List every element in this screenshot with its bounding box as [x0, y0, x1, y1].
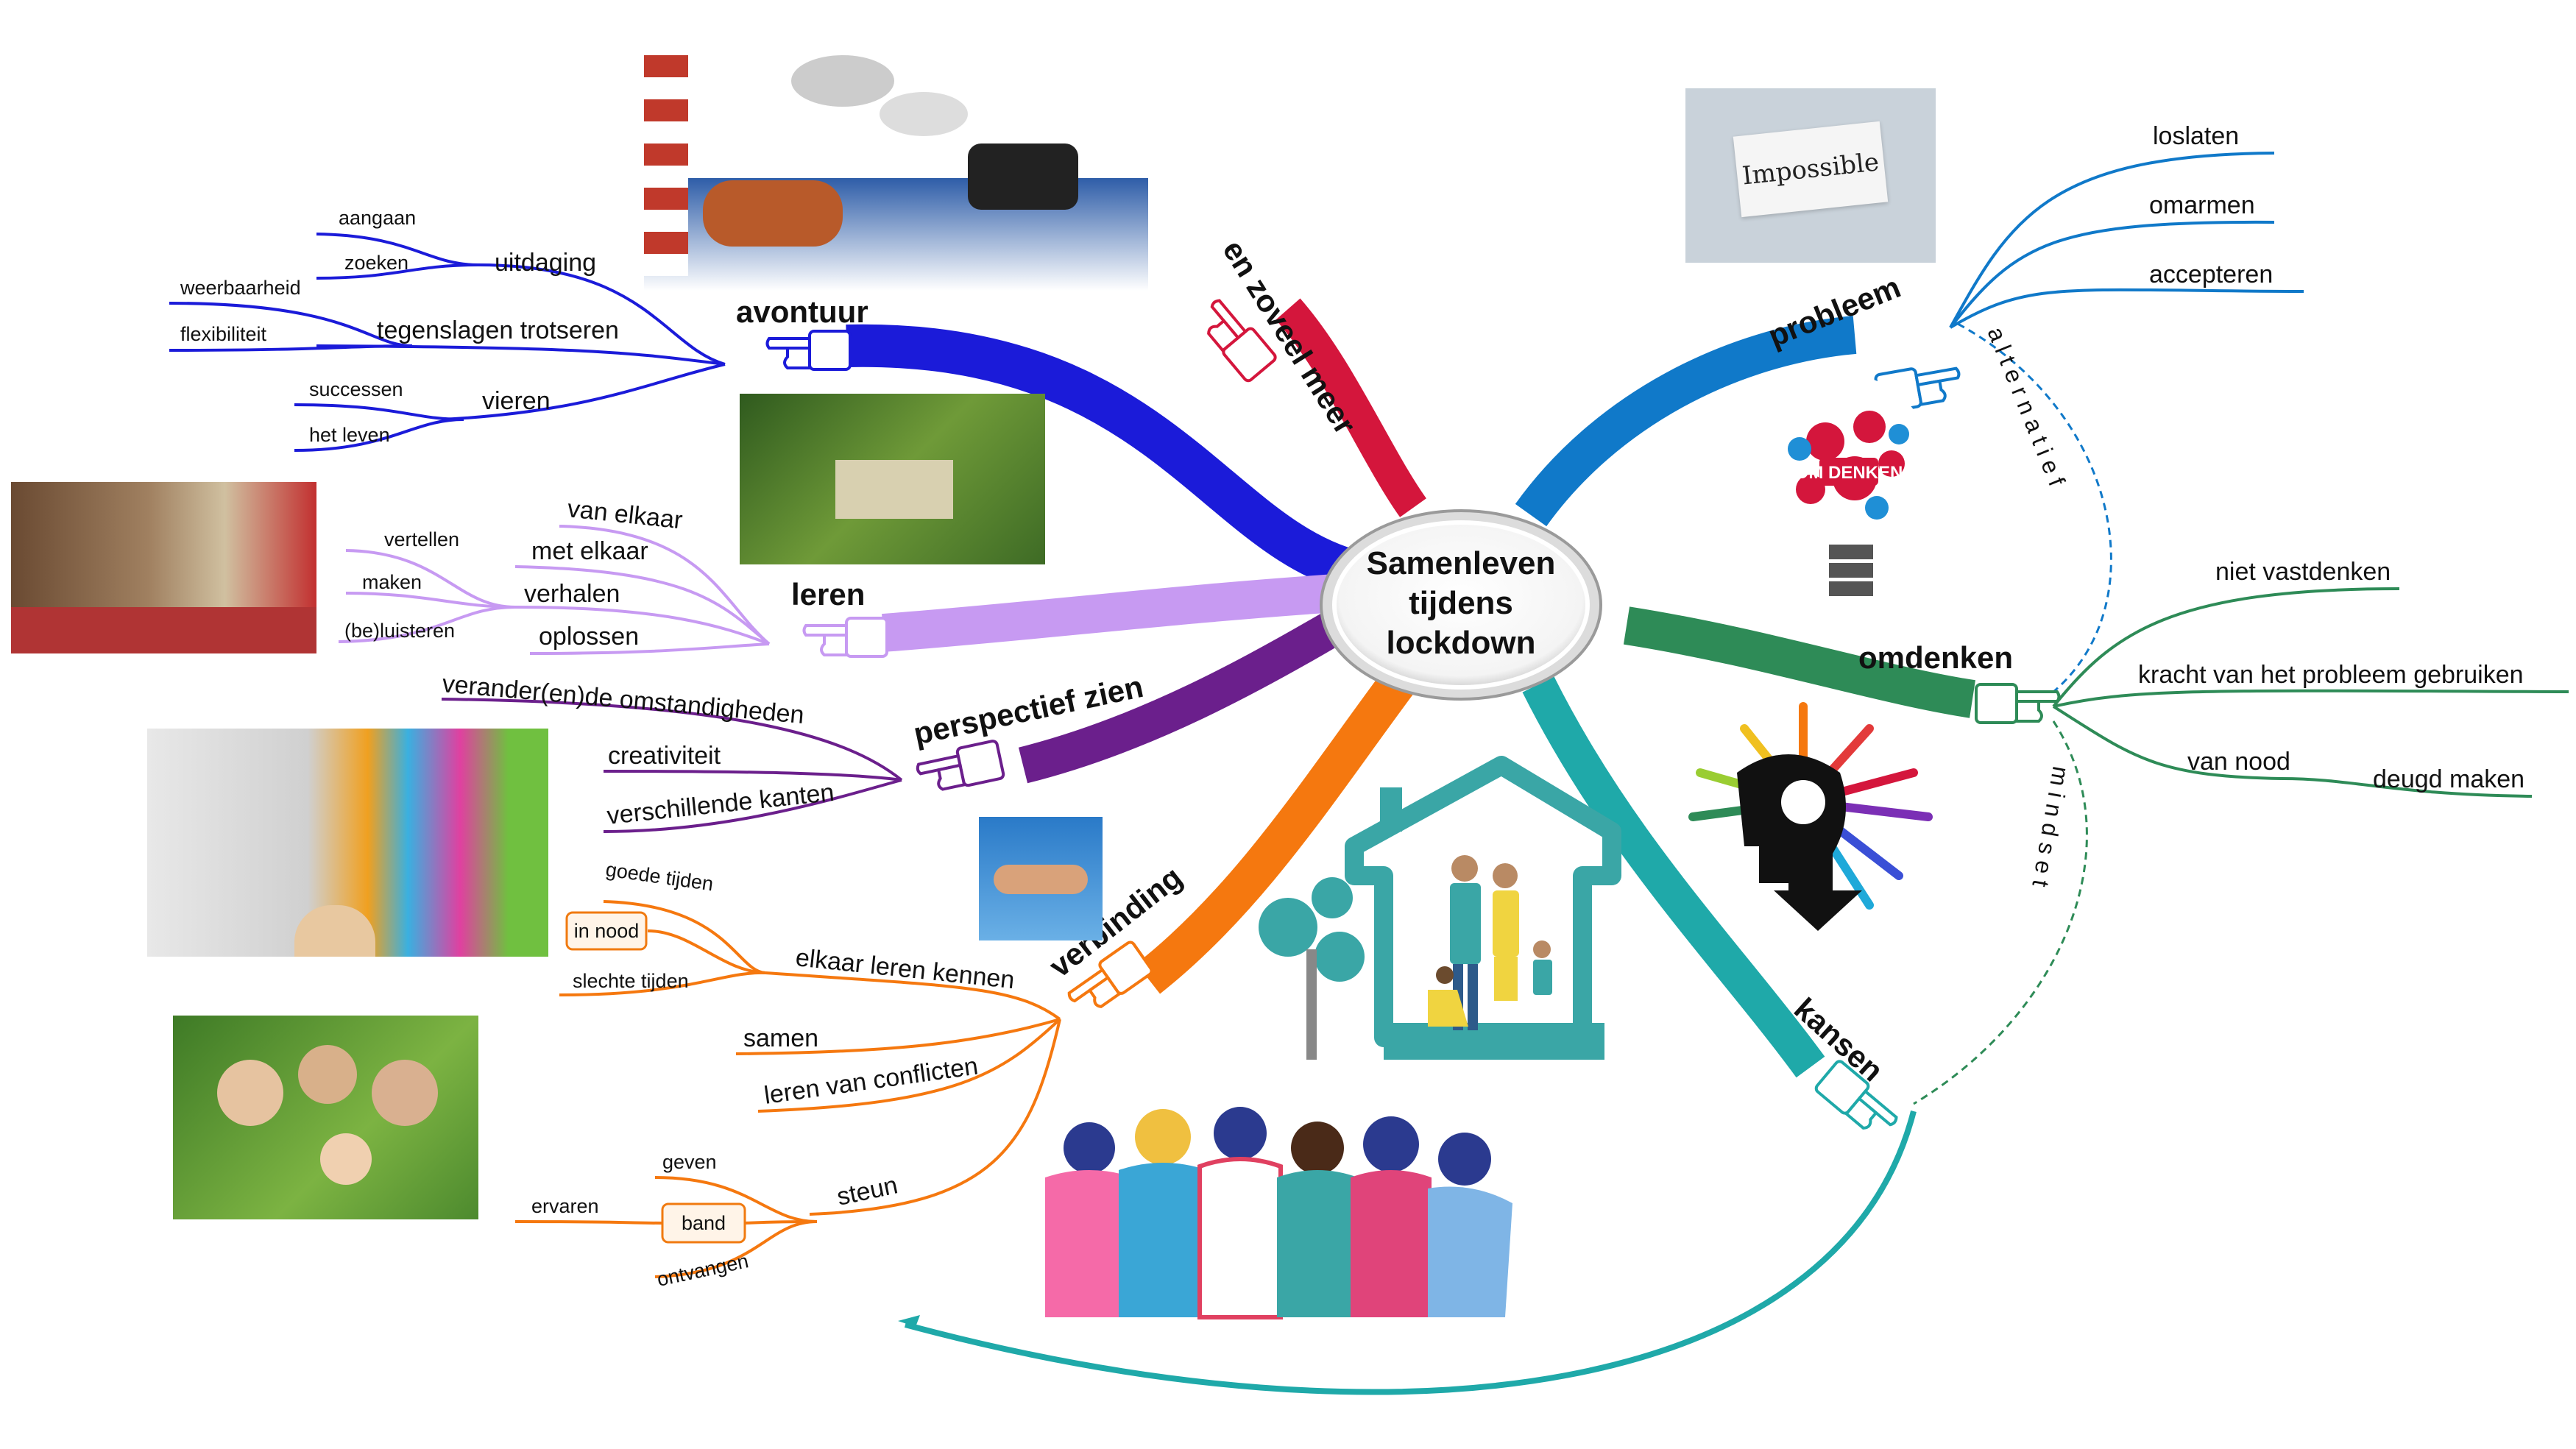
hand-omdenken-icon [1975, 683, 2061, 724]
branch-verbinding-line [1136, 665, 1418, 994]
group-hug-illustration [1045, 1107, 1512, 1319]
central-topic-line2: tijdens [1409, 585, 1513, 621]
omdenken-subtree [2052, 587, 2569, 798]
branch-omdenken-line [1623, 606, 1975, 718]
leaf-oplossen[interactable]: oplossen [539, 623, 639, 651]
leaf-ontvangen[interactable]: ontvangen [655, 1250, 751, 1291]
adventure-collage-image [644, 40, 1148, 291]
tag-in-nood-label: in nood [574, 920, 640, 942]
leaf-samen[interactable]: samen [743, 1024, 818, 1052]
leaf-ervaren[interactable]: ervaren [531, 1195, 599, 1217]
leaf-deugd-maken[interactable]: deugd maken [2373, 765, 2524, 793]
branch-kansen-line [1522, 676, 1825, 1078]
branch-perspectief-line [1018, 595, 1371, 784]
trees-illustration [1259, 877, 1365, 1060]
linked-hands-image [979, 817, 1103, 940]
central-topic-line1: Samenleven [1367, 545, 1556, 581]
connector-mindset: m i n d s e t [2027, 765, 2074, 889]
leaf-van-nood[interactable]: van nood [2187, 748, 2290, 776]
leaf-weerbaarheid[interactable]: weerbaarheid [180, 277, 301, 299]
father-son-homework-image [11, 482, 316, 653]
hand-kansen-icon [1814, 1060, 1898, 1130]
leaf-aangaan[interactable]: aangaan [339, 207, 416, 229]
leaf-zoeken[interactable]: zoeken [344, 252, 408, 274]
leaf-kracht[interactable]: kracht van het probleem gebruiken [2138, 661, 2524, 689]
hand-verbinding-icon [1067, 940, 1153, 1008]
branch-avontuur-label[interactable]: avontuur [736, 294, 868, 329]
leaf-omarmen[interactable]: omarmen [2149, 191, 2255, 219]
omdenken-bulb-illustration: OM DENKEN [1766, 375, 1928, 596]
family-house-illustration [1345, 756, 1621, 1060]
branch-leren-line [882, 573, 1348, 652]
kansen-return-curve [904, 1110, 1917, 1395]
leaf-goede-tijden[interactable]: goede tijden [604, 858, 715, 895]
tag-band[interactable]: band [661, 1202, 746, 1244]
creativity-brain-image [147, 729, 548, 957]
impossible-card-image: Impossible [1685, 88, 1936, 263]
hand-leren-icon [802, 617, 888, 658]
leaf-slechte-tijden[interactable]: slechte tijden [573, 970, 689, 992]
leaf-successen[interactable]: successen [309, 378, 403, 400]
mindset-connector [1913, 720, 2088, 1105]
kansen-return-hand [898, 1315, 920, 1327]
tag-in-nood[interactable]: in nood [565, 911, 648, 951]
central-topic-line3: lockdown [1387, 625, 1536, 661]
leaf-maken[interactable]: maken [362, 571, 422, 593]
leaf-beluisteren[interactable]: (be)luisteren [344, 620, 455, 642]
leaf-omstandigheden[interactable]: verander(en)de omstandigheden [441, 670, 805, 729]
perspectief-subtree [441, 698, 903, 833]
tag-band-label: band [682, 1212, 726, 1234]
head-arrows-illustration [1688, 702, 1933, 931]
branch-avontuur-line [846, 324, 1370, 595]
leaf-elkaar-leren-kennen[interactable]: elkaar leren kennen [794, 943, 1016, 994]
avontuur-subtree [169, 233, 726, 452]
branch-leren-label[interactable]: leren [791, 577, 865, 612]
leaf-uitdaging[interactable]: uitdaging [495, 249, 596, 277]
leaf-loslaten[interactable]: loslaten [2153, 122, 2239, 150]
impossible-card-text: Impossible [1741, 147, 1880, 191]
hand-zoveel-icon [1207, 299, 1277, 383]
alternatief-connector [1957, 322, 2112, 693]
leaf-accepteren[interactable]: accepteren [2149, 261, 2273, 288]
leaf-verhalen[interactable]: verhalen [524, 580, 620, 608]
leaf-vieren[interactable]: vieren [482, 387, 551, 415]
leren-subtree [338, 525, 771, 655]
branch-probleem-line [1515, 316, 1857, 527]
verbinding-subtree [514, 900, 1061, 1278]
leaf-tegenslagen[interactable]: tegenslagen trotseren [377, 316, 619, 344]
bulb-label: OM DENKEN [1795, 463, 1903, 483]
probleem-subtree [1949, 152, 2304, 329]
leaf-flexibiliteit[interactable]: flexibiliteit [180, 323, 267, 345]
leaf-vertellen[interactable]: vertellen [384, 528, 459, 550]
branch-zoveel-line [1275, 298, 1426, 517]
forest-map-image [740, 394, 1045, 564]
branch-omdenken-label[interactable]: omdenken [1858, 640, 2013, 675]
central-topic[interactable]: Samenleven tijdens lockdown [1320, 509, 1602, 701]
family-on-grass-image [173, 1016, 478, 1219]
leaf-creativiteit[interactable]: creativiteit [608, 742, 721, 770]
hand-avontuur-icon [765, 330, 852, 371]
hand-perspectief-icon [916, 740, 1005, 791]
leaf-leren-van-conflicten[interactable]: leren van conflicten [762, 1052, 980, 1110]
leaf-niet-vastdenken[interactable]: niet vastdenken [2215, 558, 2391, 586]
leaf-met-elkaar[interactable]: met elkaar [531, 537, 648, 565]
leaf-geven[interactable]: geven [662, 1151, 717, 1173]
leaf-het-leven[interactable]: het leven [309, 424, 390, 446]
